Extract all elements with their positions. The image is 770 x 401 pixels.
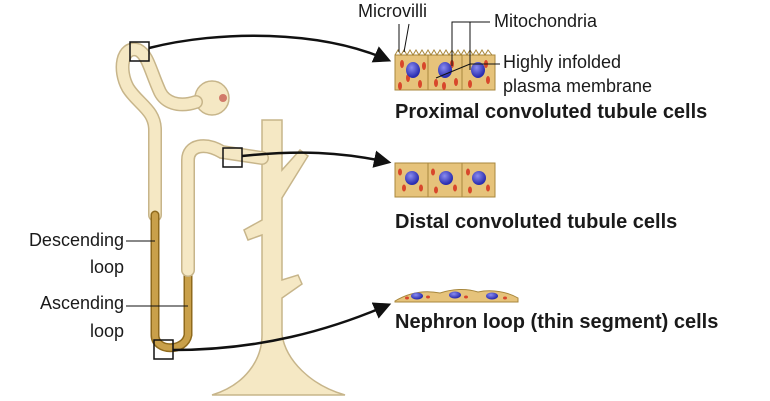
- mitochondria-label: Mitochondria: [494, 11, 598, 31]
- pct-sample-box: [129, 41, 150, 62]
- nephron-tubule: [115, 42, 269, 353]
- infolded-membrane-label-line1: Highly infolded: [503, 52, 622, 72]
- dct-arrow: [241, 150, 392, 168]
- dct-cells: [394, 162, 496, 198]
- thin-segment-cells-title: Nephron loop (thin segment) cells: [395, 311, 719, 333]
- corpuscle-pole: [219, 94, 227, 102]
- ascending-loop-label-line2: loop: [89, 321, 124, 341]
- descending-loop-label-line1: Descending: [28, 230, 124, 250]
- dct-sample-box: [222, 147, 243, 168]
- dct-cells-title: Distal convoluted tubule cells: [395, 211, 678, 233]
- microvilli-leader: [398, 23, 410, 53]
- pct-cells-title: Proximal convoluted tubule cells: [395, 101, 708, 123]
- microvilli-label: Microvilli: [358, 1, 427, 21]
- ascending-loop-label-line1: Ascending: [39, 293, 124, 313]
- descending-loop-label-line2: loop: [89, 257, 124, 277]
- infolded-membrane-leader: [435, 63, 500, 79]
- thin-segment-arrow: [172, 302, 392, 352]
- thin-segment-cells: [394, 289, 519, 303]
- pct-cells: [394, 49, 496, 91]
- mitochondria-leader: [451, 21, 490, 70]
- pct-arrow: [148, 34, 392, 63]
- collecting-duct: [211, 119, 346, 396]
- infolded-membrane-label-line2: plasma membrane: [503, 76, 653, 96]
